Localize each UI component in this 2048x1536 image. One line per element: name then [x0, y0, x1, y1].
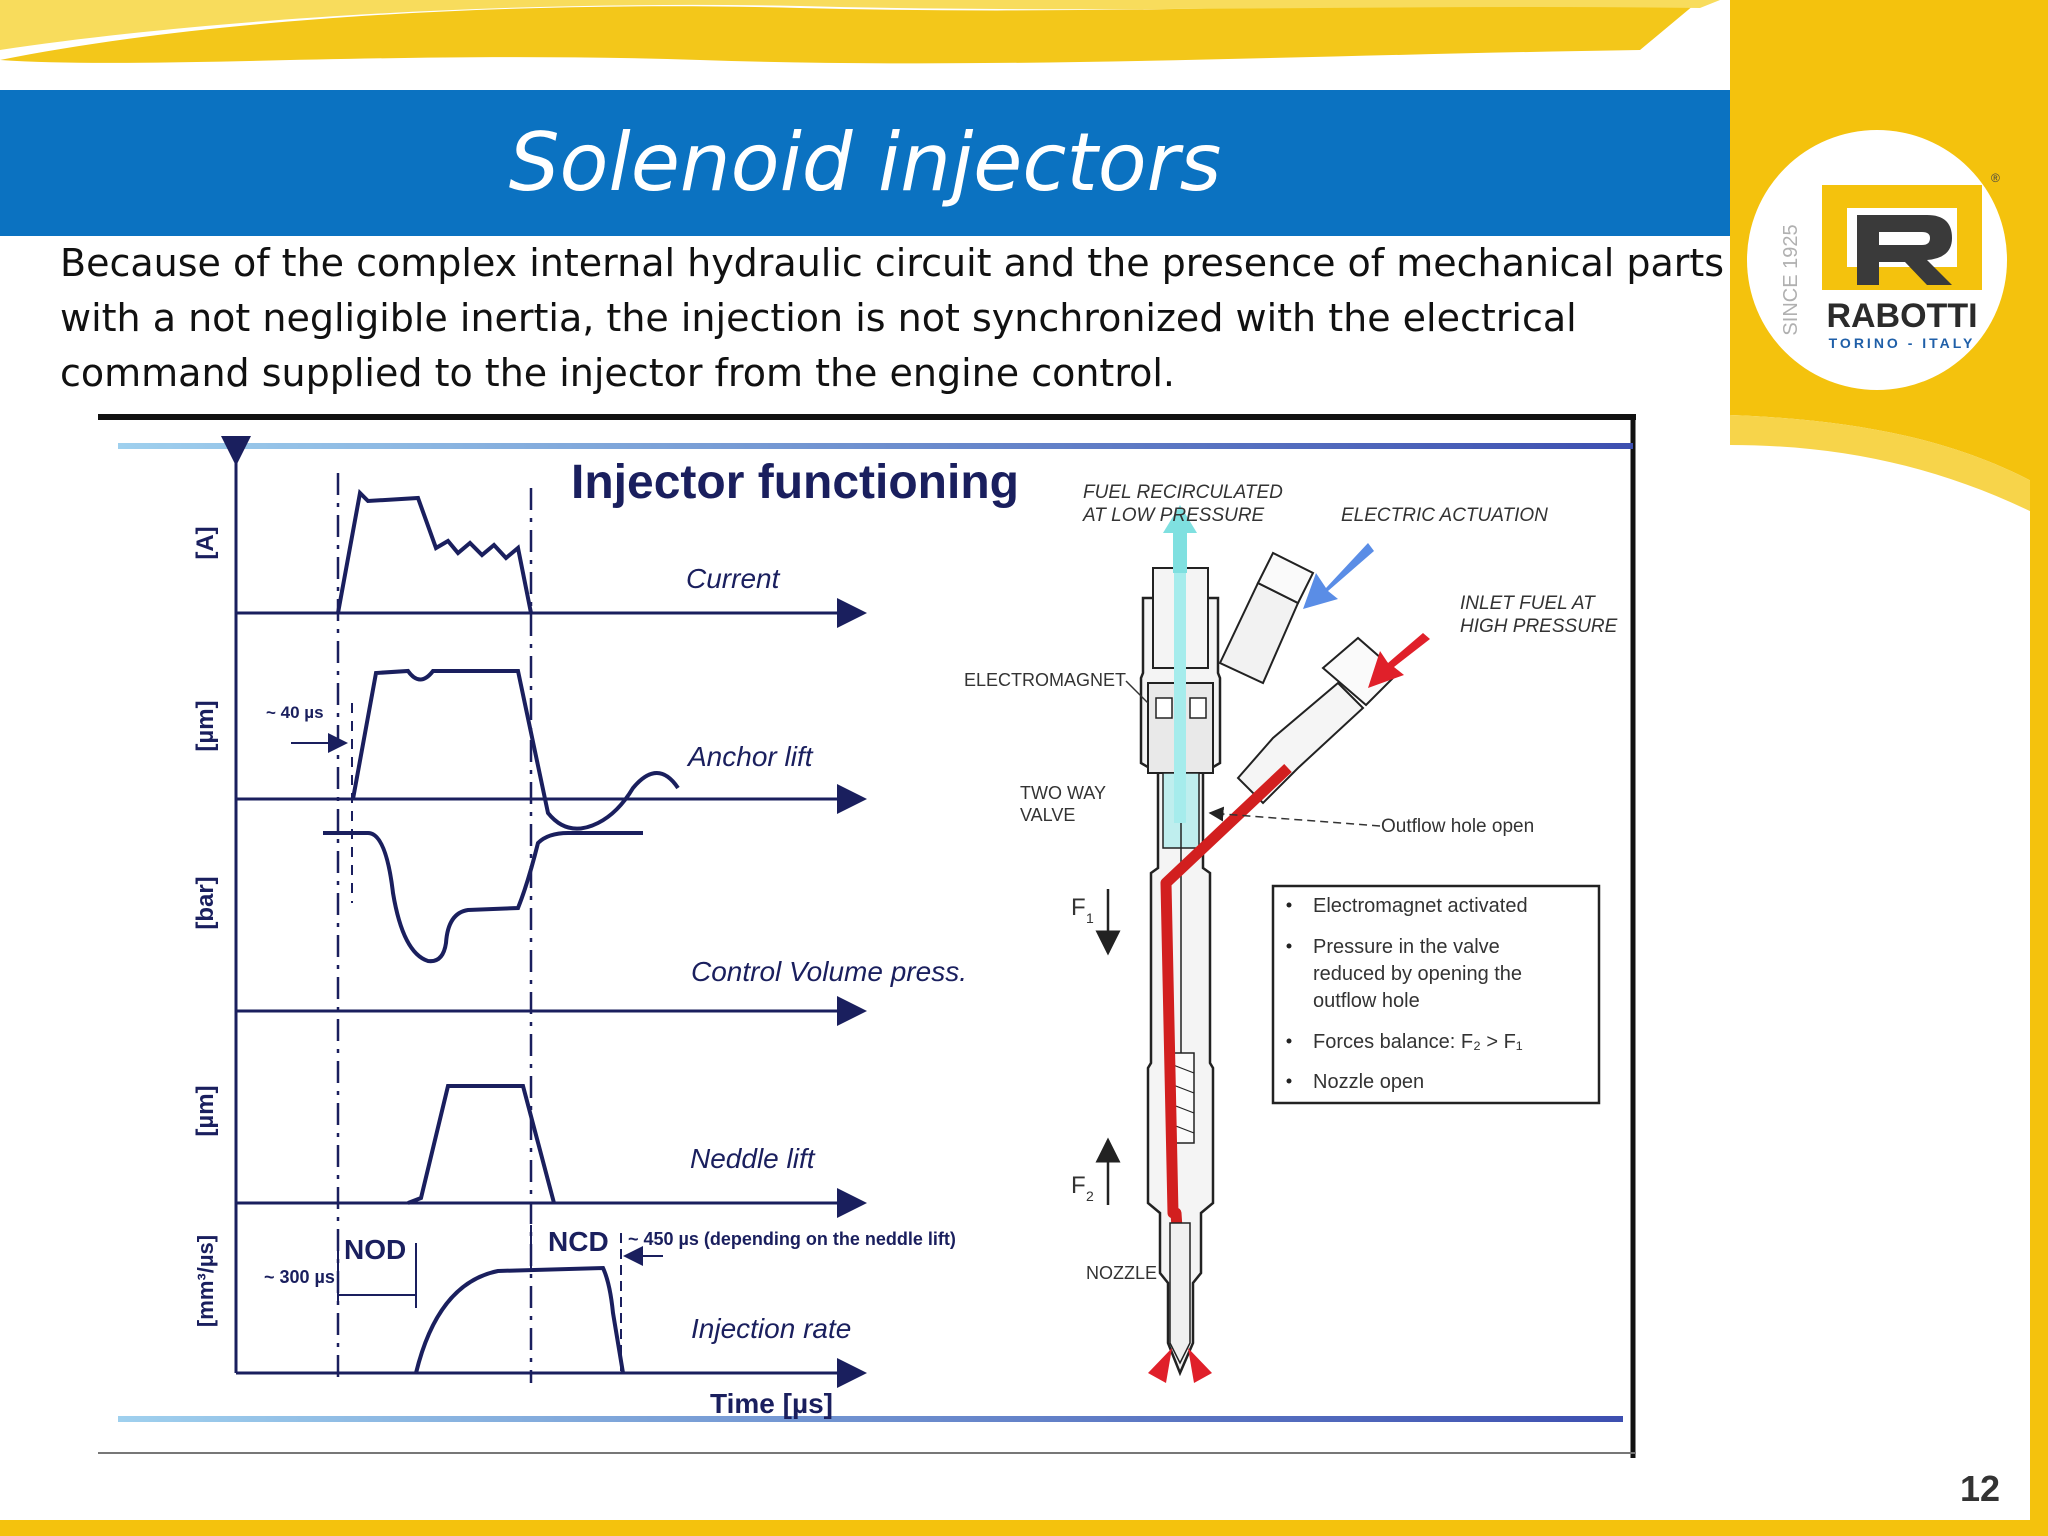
rabotti-logo: SINCE 1925 ® RABOTTI TORINO - ITALY — [1747, 130, 2007, 390]
unit-current: [A] — [192, 526, 219, 559]
legend-item-2-line-3: outflow hole — [1313, 990, 1420, 1012]
gold-wave-top — [0, 0, 1700, 64]
electromagnet-pointer — [1125, 680, 1149, 704]
slide-title: Solenoid injectors — [508, 116, 1222, 209]
logo-place: TORINO - ITALY — [1829, 335, 1976, 351]
outflow-pointer — [1208, 806, 1381, 827]
label-anchor-lift: Anchor lift — [686, 741, 814, 772]
legend-item-4: Nozzle open — [1313, 1071, 1424, 1093]
logo-frame — [1822, 185, 1982, 290]
legend-box — [1271, 884, 1601, 1105]
intro-line-3: command supplied to the injector from th… — [60, 351, 1175, 395]
figure-title: Injector functioning — [571, 456, 1019, 509]
trace-control-pressure — [323, 831, 643, 964]
annot-ncd: NCD — [548, 1226, 609, 1257]
rabotti-logo-mark: SINCE 1925 ® RABOTTI TORINO - ITALY — [1780, 171, 2000, 351]
legend-bullet-1 — [1286, 902, 1292, 908]
recirculation-channel — [1174, 533, 1186, 823]
label-f1-sub: 1 — [1086, 910, 1094, 926]
label-f2: F — [1071, 1172, 1086, 1199]
label-valve-1: TWO WAY — [1020, 783, 1106, 803]
logo-brand: RABOTTI — [1826, 297, 1977, 335]
injector-diagram: Injector functioning Current Anchor lift… — [98, 414, 1636, 1458]
trace-current — [336, 488, 533, 614]
label-inlet-1: INLET FUEL AT — [1460, 593, 1596, 614]
legend-item-3: Forces balance: F₂ > F₁ — [1313, 1031, 1523, 1053]
injector-cross-section — [1139, 505, 1430, 1383]
bottom-gold-rule — [0, 1520, 2048, 1536]
label-electric-actuation: ELECTRIC ACTUATION — [1341, 505, 1548, 526]
logo-r-letter — [1857, 215, 1952, 285]
electromagnet-coil-left — [1155, 697, 1173, 719]
electromagnet-coil-right — [1189, 697, 1207, 719]
trace-injection-rate — [414, 1265, 625, 1374]
legend-bullet-2 — [1286, 943, 1292, 949]
gold-wave-top-light — [0, 0, 1720, 50]
unit-rate: [mm³/µs] — [193, 1235, 218, 1327]
label-valve-2: VALVE — [1020, 805, 1075, 825]
label-f2-sub: 2 — [1086, 1188, 1094, 1204]
label-fuel-recirculated-2: AT LOW PRESSURE — [1082, 505, 1265, 526]
annot-40us: ~ 40 µs — [266, 703, 324, 722]
label-nozzle: NOZZLE — [1086, 1263, 1157, 1283]
spring-coils — [1167, 1062, 1195, 1134]
label-time-axis: Time [µs] — [710, 1388, 833, 1419]
label-fuel-recirculated-1: FUEL RECIRCULATED — [1083, 482, 1283, 503]
logo-registered: ® — [1991, 171, 2000, 185]
recirculation-arrow-stem — [1173, 533, 1187, 573]
unit-control: [bar] — [192, 876, 219, 929]
label-control-volume: Control Volume press. — [691, 956, 967, 987]
blue-rule-bottom — [118, 1416, 1623, 1422]
intro-line-1: Because of the complex internal hydrauli… — [60, 241, 1725, 285]
slide-number: 12 — [1959, 1468, 2000, 1509]
label-electromagnet: ELECTROMAGNET — [964, 670, 1126, 690]
intro-paragraph: Because of the complex internal hydrauli… — [60, 236, 1725, 401]
legend-bullet-4 — [1286, 1078, 1292, 1084]
nozzle-spray-right — [1188, 1348, 1212, 1383]
right-gold-bar — [2030, 480, 2048, 1520]
nozzle-spray-left — [1148, 1348, 1172, 1383]
label-outflow: Outflow hole open — [1381, 816, 1534, 837]
legend-bullet-3 — [1286, 1038, 1292, 1044]
trace-needle — [407, 1084, 556, 1205]
annot-450us: ~ 450 µs (depending on the neddle lift) — [628, 1229, 956, 1249]
label-inlet-2: HIGH PRESSURE — [1460, 616, 1618, 637]
legend-item-2: Pressure in the valve — [1313, 936, 1500, 958]
legend-item-2-line-2: reduced by opening the — [1313, 963, 1522, 985]
unit-needle: [µm] — [192, 1085, 219, 1136]
electric-connector-tip — [1256, 551, 1315, 605]
label-injection-rate: Injection rate — [691, 1313, 851, 1344]
label-needle-lift: Neddle lift — [690, 1143, 816, 1174]
trace-anchor — [351, 668, 680, 831]
nozzle-needle — [1169, 1222, 1191, 1365]
annot-300us: ~ 300 µs — [264, 1267, 335, 1287]
blue-rule-top — [118, 443, 1633, 449]
inlet-arrow — [1368, 633, 1430, 688]
inlet-fitting — [1236, 681, 1365, 805]
unit-anchor: [µm] — [192, 700, 219, 751]
injector-figure: Injector functioning Current Anchor lift… — [98, 413, 1636, 1458]
label-f1: F — [1071, 894, 1086, 921]
gold-corner-swoosh — [1730, 415, 2048, 520]
legend-item-1: Electromagnet activated — [1313, 895, 1528, 917]
electric-actuation-arrow — [1303, 543, 1374, 609]
title-band — [0, 90, 1730, 236]
recirculation-arrow — [1163, 505, 1197, 533]
logo-since: SINCE 1925 — [1780, 224, 1802, 335]
annot-nod: NOD — [344, 1234, 406, 1265]
intro-line-2: with a not negligible inertia, the injec… — [60, 296, 1577, 340]
label-current: Current — [686, 563, 781, 594]
